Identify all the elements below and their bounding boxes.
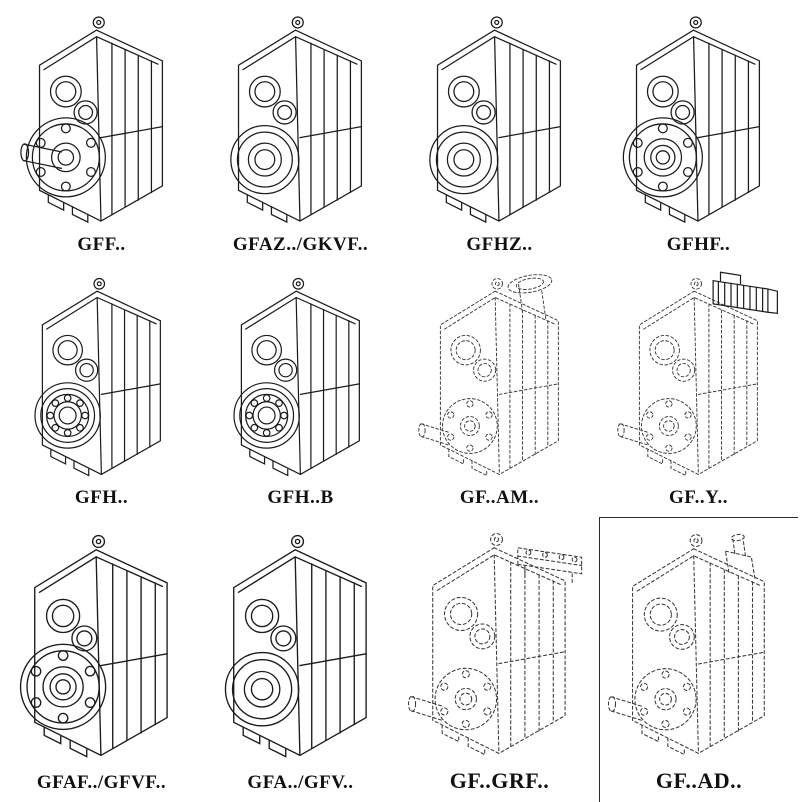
gearbox-cell-gff: GFF.. xyxy=(2,2,201,264)
gearbox-drawing-icon xyxy=(203,268,398,485)
gearbox-label: GFA../GFV.. xyxy=(247,772,354,793)
gearbox-cell-gfaf-gfvf: GFAF../GFVF.. xyxy=(2,517,201,802)
gearbox-label: GFHF.. xyxy=(666,234,731,255)
gearbox-cell-gf-grf: GF..GRF.. xyxy=(400,517,599,802)
gearbox-drawing-icon xyxy=(402,521,597,766)
gearbox-label: GF..Y.. xyxy=(668,487,729,508)
gearbox-label: GFH.. xyxy=(74,487,129,508)
gearbox-drawing-icon xyxy=(4,268,199,485)
gearbox-drawing-icon xyxy=(4,521,199,770)
gearbox-label: GF..AM.. xyxy=(459,487,540,508)
gearbox-label: GF..GRF.. xyxy=(449,768,550,793)
gearbox-label: GF..AD.. xyxy=(655,768,743,793)
gearbox-cell-gfhz: GFHZ.. xyxy=(400,2,599,264)
gearbox-cell-gfh-b: GFH..B xyxy=(201,264,400,517)
gearbox-label: GFAZ../GKVF.. xyxy=(232,234,369,255)
gearbox-cell-gf-y: GF..Y.. xyxy=(599,264,798,517)
gearbox-cell-gfa-gfv: GFA../GFV.. xyxy=(201,517,400,802)
gearbox-label: GFF.. xyxy=(77,234,126,255)
gearbox-cell-gfhf: GFHF.. xyxy=(599,2,798,264)
gearbox-drawing-icon xyxy=(601,268,796,485)
gearbox-drawing-icon xyxy=(601,6,796,232)
gearbox-label: GFHZ.. xyxy=(466,234,533,255)
gearbox-label: GFH..B xyxy=(267,487,334,508)
gearbox-label: GFAF../GFVF.. xyxy=(36,772,167,793)
gearbox-drawing-icon xyxy=(203,6,398,232)
gearbox-cell-gfh: GFH.. xyxy=(2,264,201,517)
gearbox-drawing-icon xyxy=(602,522,796,766)
gearbox-drawing-icon xyxy=(4,6,199,232)
gearbox-cell-gfaz-gkvf: GFAZ../GKVF.. xyxy=(201,2,400,264)
gearbox-drawing-icon xyxy=(402,268,597,485)
gearbox-cell-gf-ad: GF..AD.. xyxy=(599,517,798,802)
gearbox-drawing-icon xyxy=(203,521,398,770)
gearbox-cell-gf-am: GF..AM.. xyxy=(400,264,599,517)
gearbox-drawing-icon xyxy=(402,6,597,232)
